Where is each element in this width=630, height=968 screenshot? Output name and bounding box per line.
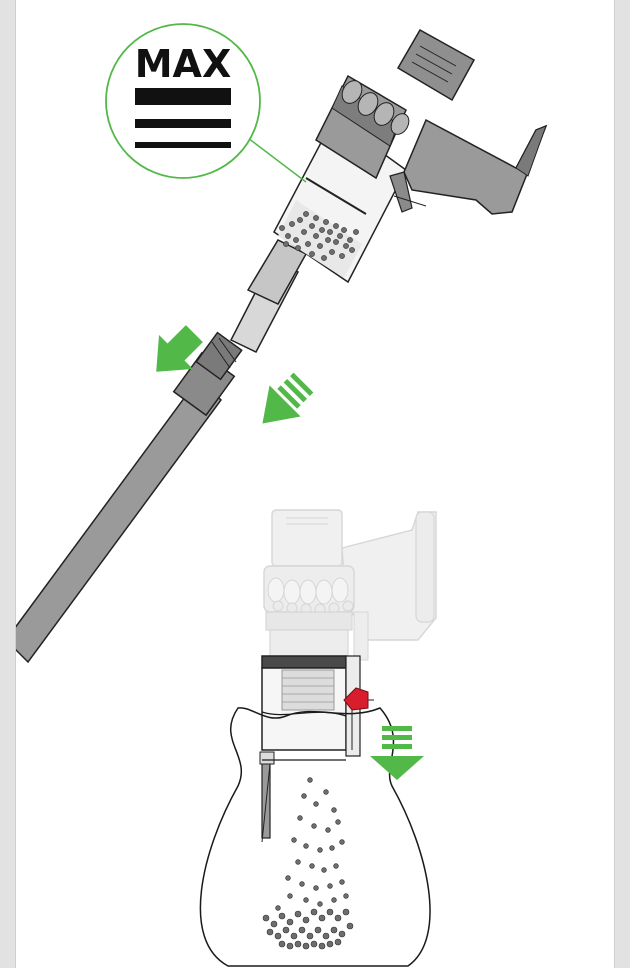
down-left-arrow-icon <box>247 367 319 439</box>
max-line-medium <box>135 119 231 128</box>
wand-tube <box>16 333 242 662</box>
max-line-thick <box>135 88 231 105</box>
instruction-panel: MAX <box>15 0 615 968</box>
empty-bin-diagram: MAX <box>16 0 615 968</box>
upper-vacuum <box>231 30 546 352</box>
max-label: MAX <box>135 42 232 86</box>
faded-vacuum-body <box>264 510 436 660</box>
down-arrow-icon <box>370 726 424 780</box>
max-line-thin <box>135 142 231 148</box>
falling-debris <box>263 778 353 949</box>
dust-bin-assembly <box>260 656 374 842</box>
max-fill-callout: MAX <box>106 24 306 182</box>
